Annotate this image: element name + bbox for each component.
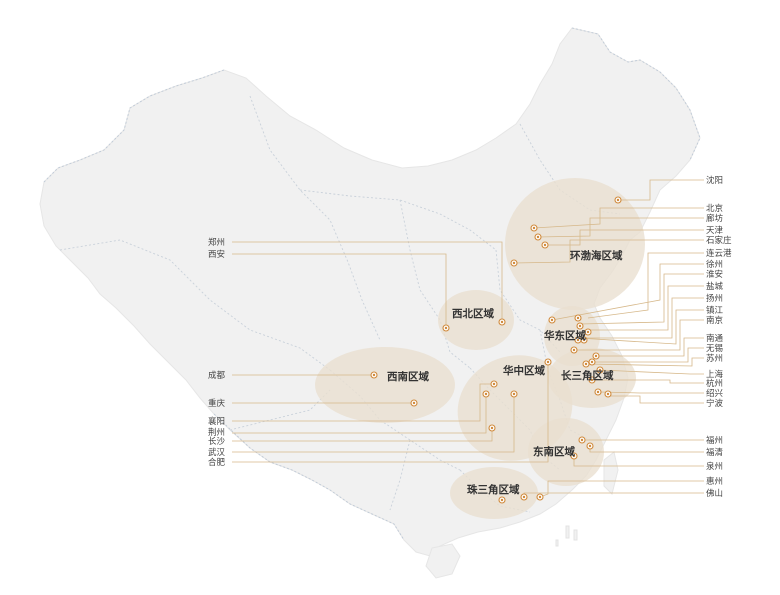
city-label-shenyang: 沈阳 [706, 175, 723, 186]
city-label-quanzhou: 泉州 [706, 461, 723, 472]
city-marker-jingzhou [482, 390, 490, 398]
city-markers [370, 196, 622, 504]
city-marker-ningbo [604, 390, 612, 398]
city-label-beijing: 北京 [706, 203, 723, 214]
city-marker-xian [442, 324, 450, 332]
city-marker-hefei [544, 358, 552, 366]
city-marker-fuzhou [578, 436, 586, 444]
region-labels: 环渤海区域 西北区域 华东区域 西南区域 华中区域 长三角区域 东南区域 珠三角… [387, 249, 623, 496]
city-label-foshan: 佛山 [706, 488, 723, 499]
region-label-huanbohai: 环渤海区域 [570, 249, 623, 262]
city-label-nantong: 南通 [706, 333, 724, 344]
south-sea-islands [555, 525, 578, 547]
city-label-shanghai: 上海 [706, 369, 724, 380]
region-label-changsanjiao: 长三角区域 [561, 369, 614, 382]
city-marker-shanghai [596, 366, 604, 374]
city-marker-wuxi [588, 358, 596, 366]
city-label-nanjing: 南京 [706, 315, 723, 326]
city-label-ningbo: 宁波 [706, 398, 724, 409]
city-marker-huaian [576, 322, 584, 330]
city-label-chengdu: 成都 [208, 370, 226, 381]
region-areas [315, 178, 645, 519]
city-label-chongqing: 重庆 [208, 398, 226, 409]
national-boundary [43, 27, 701, 541]
city-marker-quanzhou [570, 452, 578, 460]
city-marker-chongqing [410, 399, 418, 407]
left-city-labels: 郑州 西安 成都 重庆 襄阳 荆州 长沙 武汉 合肥 [208, 237, 226, 468]
city-label-wuhan: 武汉 [208, 447, 226, 458]
city-label-xuzhou: 徐州 [706, 259, 723, 270]
city-marker-xiangyang [490, 380, 498, 388]
leader-lines [232, 179, 704, 498]
city-marker-zhenjiang [574, 336, 582, 344]
city-label-hangzhou: 杭州 [706, 378, 723, 389]
city-label-zhengzhou: 郑州 [208, 237, 225, 248]
region-label-dongnan: 东南区域 [533, 445, 575, 458]
city-label-xian: 西安 [208, 249, 225, 260]
city-label-huizhou: 惠州 [706, 476, 723, 487]
city-label-hefei: 合肥 [208, 457, 226, 468]
city-marker-foshan [520, 493, 528, 501]
city-marker-changsha [488, 424, 496, 432]
city-marker-fuqing [586, 442, 594, 450]
city-label-zhenjiang: 镇江 [706, 305, 724, 316]
city-label-suzhou: 苏州 [706, 353, 723, 364]
region-area-dongnan [528, 418, 604, 486]
city-marker-shijiazhuang [510, 259, 518, 267]
city-label-yangzhou: 扬州 [706, 293, 723, 304]
city-marker-xuzhou [548, 316, 556, 324]
city-label-xiangyang: 襄阳 [208, 416, 225, 427]
city-marker-chengdu [370, 371, 378, 379]
city-marker-yancheng [584, 328, 592, 336]
city-marker-shaoxing [594, 388, 602, 396]
city-label-tianjin: 天津 [706, 225, 724, 236]
region-area-huanbohai [505, 178, 645, 310]
city-label-shaoxing: 绍兴 [706, 388, 724, 399]
city-marker-lianyungang [574, 314, 582, 322]
city-label-jingzhou: 荆州 [208, 427, 225, 438]
region-area-xinan [315, 347, 455, 423]
city-marker-wuhan [510, 390, 518, 398]
region-area-xibei [438, 290, 514, 350]
city-marker-guangzhou-area [498, 496, 506, 504]
city-marker-nanjing [570, 346, 578, 354]
city-marker-hangzhou [588, 376, 596, 384]
city-marker-langfang [534, 233, 542, 241]
city-marker-huizhou [536, 493, 544, 501]
right-city-labels: 沈阳 北京 廊坊 天津 石家庄 连云港 徐州 淮安 盐城 扬州 镇江 南京 南通… [706, 175, 732, 499]
city-label-huaian: 淮安 [706, 269, 723, 280]
city-label-langfang: 廊坊 [706, 213, 724, 224]
city-label-lianyungang: 连云港 [706, 248, 732, 259]
taiwan-island [603, 451, 619, 495]
city-marker-zhengzhou [498, 318, 506, 326]
region-area-zhusanjiao [450, 467, 538, 519]
hainan-island [425, 543, 461, 579]
city-label-fuqing: 福清 [706, 447, 724, 458]
city-marker-tianjin [541, 241, 549, 249]
city-label-yancheng: 盐城 [706, 281, 724, 292]
region-label-xibei: 西北区域 [452, 307, 494, 320]
city-marker-shenyang [614, 196, 622, 204]
city-marker-suzhou [582, 360, 590, 368]
city-marker-nantong [592, 352, 600, 360]
region-label-zhusanjiao: 珠三角区域 [467, 483, 520, 496]
city-marker-beijing [530, 224, 538, 232]
region-label-huadong: 华东区域 [544, 329, 586, 342]
city-label-fuzhou: 福州 [706, 435, 723, 446]
region-label-huazhong: 华中区域 [503, 364, 545, 377]
city-label-changsha: 长沙 [208, 436, 226, 447]
city-label-shijiazhuang: 石家庄 [706, 235, 732, 246]
city-label-wuxi: 无锡 [706, 344, 724, 354]
region-label-xinan: 西南区域 [387, 370, 429, 383]
